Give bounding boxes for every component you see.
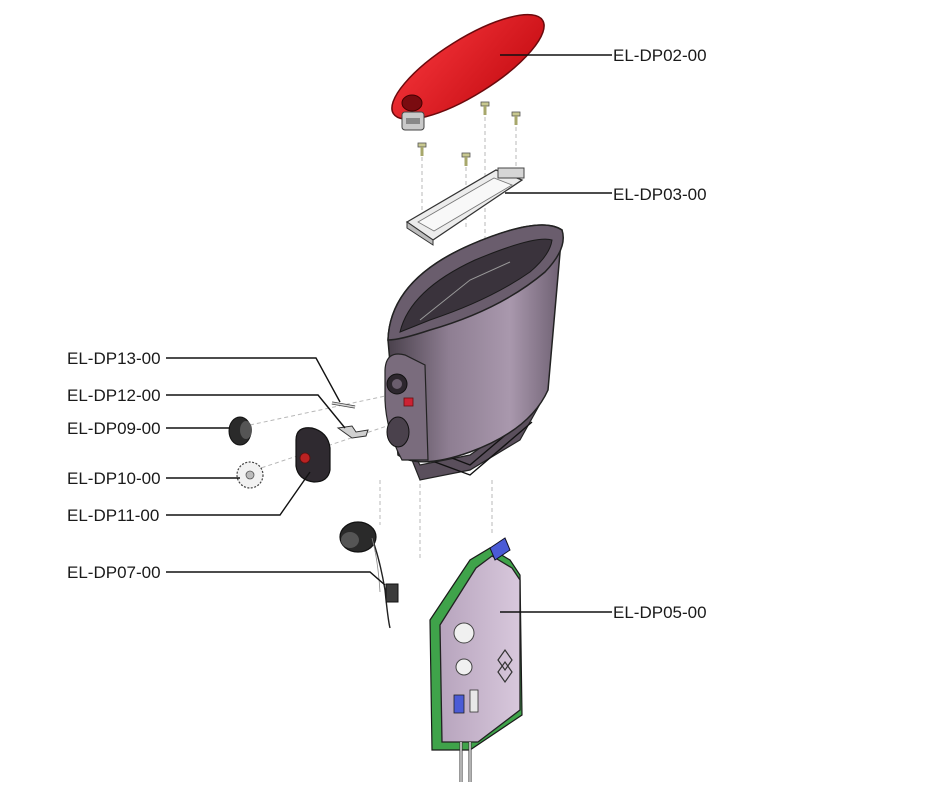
screw-icon xyxy=(480,101,490,115)
part-lid xyxy=(391,13,545,131)
label-el-dp12-00: EL-DP12-00 xyxy=(67,386,161,405)
label-el-dp11-00: EL-DP11-00 xyxy=(67,506,159,525)
part-cover xyxy=(295,427,331,483)
callout-labels: EL-DP02-00 EL-DP03-00 EL-DP13-00 EL-DP12… xyxy=(67,46,707,622)
part-clip xyxy=(336,425,369,439)
screws xyxy=(417,101,521,166)
part-pcb xyxy=(429,537,523,782)
label-el-dp09-00: EL-DP09-00 xyxy=(67,419,161,438)
part-housing xyxy=(384,224,564,481)
label-el-dp05-00: EL-DP05-00 xyxy=(613,603,707,622)
part-pin xyxy=(331,401,356,409)
label-el-dp02-00: EL-DP02-00 xyxy=(613,46,707,65)
label-el-dp13-00: EL-DP13-00 xyxy=(67,349,161,368)
screw-icon xyxy=(417,142,427,156)
part-gear-disc xyxy=(236,461,264,489)
leader-lines xyxy=(166,54,612,613)
label-el-dp03-00: EL-DP03-00 xyxy=(613,185,707,204)
screw-icon xyxy=(511,111,521,125)
label-el-dp07-00: EL-DP07-00 xyxy=(67,563,161,582)
screw-icon xyxy=(461,152,471,166)
part-cap xyxy=(228,416,252,446)
label-el-dp10-00: EL-DP10-00 xyxy=(67,469,161,488)
part-display xyxy=(405,167,525,246)
part-connector xyxy=(339,521,399,629)
